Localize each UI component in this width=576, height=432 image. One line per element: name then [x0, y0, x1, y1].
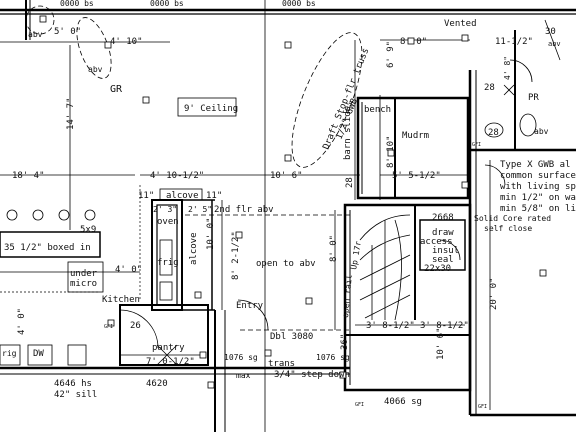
label-1076-sg: 1076 sg: [224, 353, 258, 362]
label-ceiling-abv: abv: [548, 40, 561, 48]
label-30: 30: [545, 27, 556, 37]
label-gfi-2: GFI: [472, 142, 481, 148]
label-5-5half: 5' 5-1/2": [392, 171, 441, 181]
label-rig: rig: [2, 349, 17, 358]
room-gr: GR: [110, 84, 123, 95]
label-10-6: 10' 6": [270, 171, 303, 181]
dimension-lines: [0, 19, 561, 410]
label-8-2half: 8' 2-1/2": [231, 231, 241, 280]
label-trans: trans: [268, 359, 295, 369]
label-gfi-4: GFI: [355, 402, 364, 408]
label-42-sill: 42" sill: [54, 390, 97, 400]
note-type-x-5: min 5/8" on lid: [500, 204, 576, 214]
label-28a: 28: [484, 83, 495, 93]
label-top-a: 0000 bs: [60, 0, 94, 8]
label-4646-hs: 4646 hs: [54, 379, 92, 389]
label-abv-right: abv: [534, 127, 549, 136]
label-8-0b: 8' 0": [329, 235, 339, 262]
label-alcove-side: alcove: [189, 232, 199, 265]
label-18-4: 18' 4": [12, 171, 45, 181]
label-dw: DW: [33, 349, 44, 359]
label-36: 36": [340, 334, 350, 350]
note-type-x-2: common surface: [500, 171, 576, 181]
label-11a: 11": [138, 191, 154, 201]
label-4-10: 4' 10": [110, 37, 143, 47]
label-4-8: 4' 8": [503, 56, 512, 80]
label-max: max: [236, 371, 251, 380]
label-26: 26: [130, 321, 141, 331]
label-11b: 11": [206, 191, 222, 201]
label-2668: 2668: [432, 213, 454, 223]
label-dbl-3080: Dbl 3080: [270, 332, 313, 342]
label-open-rail: open rail: [341, 274, 354, 318]
label-4-0a: 4' 0": [115, 265, 142, 275]
note-type-x-3: with living spa: [500, 182, 576, 192]
label-boxed: 35 1/2" boxed in: [4, 243, 91, 253]
doors: [119, 59, 533, 349]
label-22x30: 22x30: [424, 264, 451, 274]
label-7-0half: 7' 0-1/2": [146, 357, 195, 367]
label-4-10half: 4' 10-1/2": [150, 171, 204, 181]
label-oven: oven: [157, 217, 179, 227]
label-4620: 4620: [146, 379, 168, 389]
room-pantry: pantry: [152, 343, 185, 353]
label-gfi-1: GFI: [104, 324, 113, 330]
label-vented: Vented: [444, 19, 477, 29]
label-barn-slide: barn slide: [343, 106, 353, 160]
label-1076-sg-b: 1076 sg: [316, 353, 350, 362]
label-2nd-flr-abv: 2nd flr abv: [214, 205, 274, 215]
label-abv-top: abv: [28, 30, 43, 39]
label-top-b: 0000 bs: [150, 0, 184, 8]
note-type-x-4: min 1/2" on wa: [500, 193, 576, 203]
label-gfi-3: GFI: [478, 404, 487, 410]
label-14-7: 14' 7": [66, 97, 76, 130]
label-solid-core: Solid Core rated: [474, 214, 551, 223]
label-open-abv: open to abv: [256, 259, 316, 269]
fixtures: [0, 84, 537, 366]
label-4-0b: 4' 0": [17, 308, 27, 335]
label-3-8half-b: 3' 8-1/2": [420, 321, 469, 331]
note-type-x-1: Type X GWB al: [500, 160, 570, 170]
label-top-c: 0000 bs: [282, 0, 316, 8]
label-alcove-top: alcove: [166, 191, 199, 201]
label-2-5: 2' 5": [188, 205, 212, 214]
room-pr: PR: [528, 93, 539, 103]
label-self-close: self close: [484, 224, 532, 233]
room-entry: Entry: [236, 301, 264, 311]
label-frig: frig: [157, 258, 179, 268]
label-20-0: 20' 0": [489, 277, 499, 310]
label-11-12: 11-1/2": [495, 37, 533, 47]
label-10-0: 10' 0": [206, 217, 216, 250]
label-bench: bench: [364, 105, 391, 115]
stair: [359, 214, 411, 321]
room-mudrm: Mudrm: [402, 131, 429, 141]
label-under: under: [70, 269, 98, 279]
label-2-3: 2' 3": [153, 205, 177, 214]
label-access: access: [420, 237, 453, 247]
label-8-0: 8' 0": [400, 37, 427, 47]
label-drawer: draw: [432, 228, 454, 238]
label-abv-left: abv: [88, 65, 103, 74]
label-micro: micro: [70, 279, 97, 289]
label-step-down: 3/4" step down: [274, 370, 350, 380]
label-8-10: 8' 10": [386, 135, 396, 168]
label-4066-sg: 4066 sg: [384, 397, 422, 407]
room-kitchen: Kitchen: [102, 295, 140, 305]
label-6-9: 6' 9": [386, 41, 396, 68]
label-28b: 28: [488, 128, 499, 138]
label-10-6b: 10' 6": [436, 327, 446, 360]
label-5x9: 5x9: [80, 225, 96, 235]
label-insul: insul: [432, 246, 459, 256]
outlets: [39, 15, 547, 389]
label-ceiling: 9' Ceiling: [184, 104, 238, 114]
label-5-0: 5' 0": [54, 27, 81, 37]
label-3-8half-a: 3' 8-1/2": [366, 321, 415, 331]
label-28c: 28: [345, 177, 355, 188]
label-seal: seal: [432, 255, 454, 265]
